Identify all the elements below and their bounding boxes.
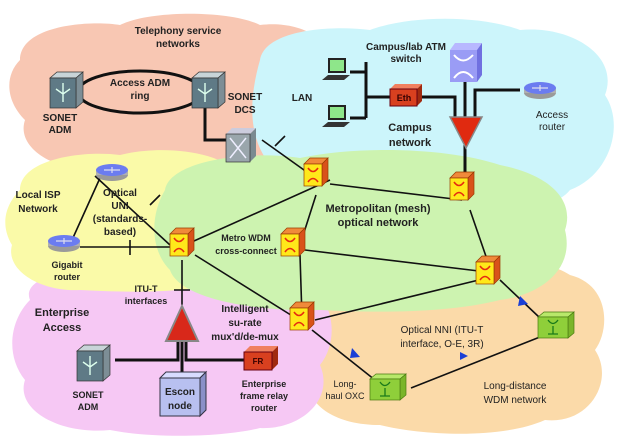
arrow-icon: [518, 296, 528, 306]
access-router-label-2: router: [539, 122, 566, 133]
optical-uni-label-4: based): [104, 227, 136, 238]
metro-cross-connect-icon: [289, 301, 315, 331]
sonet-adm-label-2: ADM: [49, 125, 72, 136]
access-router-label: Access: [536, 110, 568, 121]
atm-switch-icon: [450, 43, 482, 82]
sonet-adm-label: SONET: [43, 113, 77, 124]
metro-wdm-label-2: cross-connect: [215, 246, 277, 256]
sonet-dcs-icon: [191, 71, 226, 109]
escon-label-2: node: [168, 401, 192, 412]
enterprise-cloud: [12, 265, 332, 436]
long-haul-label: Long-: [333, 379, 356, 389]
optical-uni-label: Optical: [103, 188, 137, 199]
metro-cross-connect-icon: [475, 255, 501, 285]
metro-wdm-label: Metro WDM: [221, 233, 271, 243]
long-haul-label-2: haul OXC: [325, 391, 365, 401]
sonet-adm-bottom-label-2: ADM: [78, 402, 99, 412]
sonet-adm-bottom-label: SONET: [72, 390, 104, 400]
frame-relay-label-3: router: [251, 403, 278, 413]
sonet-adm-icon: [49, 71, 84, 109]
long-haul-oxc-icon: [369, 373, 407, 401]
campus-label: Campus: [388, 122, 431, 134]
fr-label: FR: [253, 357, 264, 366]
sonet-dcs-label-2: DCS: [234, 105, 255, 116]
optical-uni-label-2: UNI: [111, 201, 128, 212]
mux-label-3: mux'd/de-mux: [211, 332, 279, 343]
sonet-adm-enterprise-icon: [76, 344, 111, 382]
metro-cross-connect-icon: [449, 171, 475, 201]
campus-label-2: network: [389, 137, 432, 149]
metro-label: Metropolitan (mesh): [325, 203, 430, 215]
funnel-mux-icon: [448, 116, 484, 150]
long-distance-label-2: WDM network: [484, 395, 548, 406]
telephony-label-2: networks: [156, 39, 200, 50]
arrow-icon: [460, 352, 468, 360]
atm-switch-label: Campus/lab ATM: [366, 42, 446, 53]
access-router-icon: [523, 81, 557, 100]
fr-box: [243, 346, 278, 371]
frame-relay-label: Enterprise: [242, 379, 287, 389]
intelligent-mux-triangle-icon: [164, 303, 200, 342]
gigabit-router-icon: [47, 234, 81, 253]
itu-t-label-2: interfaces: [125, 296, 168, 306]
gigabit-router-label: Gigabit: [52, 260, 83, 270]
metro-cross-connect-icon: [280, 227, 306, 257]
optical-uni-label-3: (standards-: [93, 214, 147, 225]
gigabit-router-label-2: router: [54, 272, 81, 282]
frame-relay-label-2: frame relay: [240, 391, 288, 401]
optical-nni-label-2: interface, O-E, 3R): [400, 339, 483, 350]
access-ring-label: Access ADM: [110, 78, 170, 89]
access-ring-label-2: ring: [131, 91, 150, 102]
atm-switch-label-2: switch: [390, 54, 421, 65]
long-haul-oxc-icon: [537, 311, 575, 339]
eth-label: Eth: [397, 93, 412, 103]
mux-label-2: su-rate: [228, 318, 262, 329]
optical-uni-router-icon: [95, 163, 129, 182]
mux-label: Intelligent: [221, 304, 269, 315]
optical-nni-label: Optical NNI (ITU-T: [401, 325, 484, 336]
enterprise-label: Enterprise: [35, 307, 89, 319]
metro-cross-connect-icon: [169, 227, 195, 257]
telephony-label: Telephony service: [135, 26, 222, 37]
escon-label: Escon: [165, 387, 195, 398]
enterprise-label-2: Access: [43, 322, 82, 334]
eth-box: [389, 84, 422, 107]
arrow-icons: [350, 296, 528, 360]
dcs-cross-connect-icon: [225, 128, 256, 163]
metro-cross-connect-icon: [303, 157, 329, 187]
long-distance-label: Long-distance: [484, 381, 547, 392]
escon-node-icon: [158, 370, 208, 418]
lan-label: LAN: [292, 93, 313, 104]
sonet-dcs-label: SONET: [228, 92, 262, 103]
local-isp-label: Local ISP: [15, 190, 60, 201]
local-isp-label-2: Network: [18, 204, 58, 215]
arrow-icon: [350, 348, 360, 358]
itu-t-label: ITU-T: [135, 284, 158, 294]
metro-label-2: optical network: [338, 217, 420, 229]
